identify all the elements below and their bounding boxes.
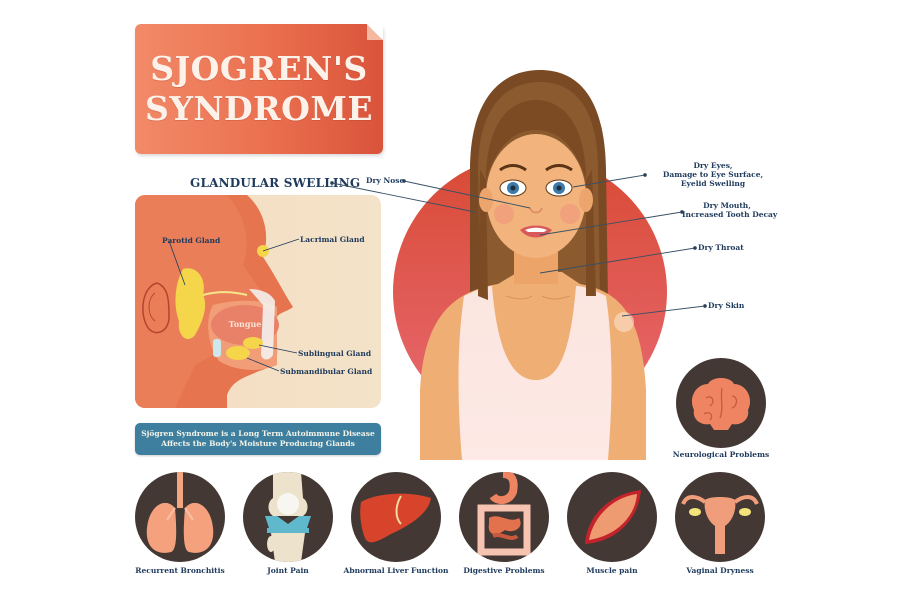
knee-joint-icon [265, 472, 311, 562]
intestines-icon [477, 472, 531, 556]
dry-eyes-line-1: Dry Eyes, [693, 161, 733, 170]
lungs-icon [146, 472, 214, 553]
uterus-icon [681, 495, 759, 554]
abnormal-liver-function-circle [351, 472, 441, 562]
info-box: Sjögren Syndrome is a Long Term Autoimmu… [135, 423, 381, 455]
joint-pain-label: Joint Pain [267, 566, 309, 575]
recurrent-bronchitis-label: Recurrent Bronchitis [135, 566, 225, 575]
woman-illustration [393, 70, 667, 460]
head-cross-section-panel: Tongue Parotid Gland Lacrimal Gland Subl… [135, 195, 381, 408]
vaginal-dryness-label: Vaginal Dryness [686, 566, 754, 575]
parotid-gland-label: Parotid Gland [162, 236, 221, 245]
dry-eyes-line-3: Eyelid Swelling [680, 179, 746, 188]
lacrimal-gland-label: Lacrimal Gland [300, 235, 365, 244]
glandular-swelling-heading: GLANDULAR SWELLING [190, 176, 361, 190]
neurological-problems-circle [676, 358, 766, 448]
title-line-2: SYNDROME [144, 89, 374, 128]
recurrent-bronchitis-circle [135, 472, 225, 562]
digestive-problems-label: Digestive Problems [463, 566, 545, 575]
liver-icon [360, 493, 431, 543]
dry-mouth-line-2: Increased Tooth Decay [682, 210, 778, 219]
abnormal-liver-function-label: Abnormal Liver Function [343, 566, 449, 575]
neurological-problems-label: Neurological Problems [672, 450, 770, 459]
info-line-1: Sjögren Syndrome is a Long Term Autoimmu… [141, 429, 375, 438]
muscle-icon [585, 490, 641, 544]
submandibular-gland-label: Submandibular Gland [280, 367, 373, 376]
dry-nose-label: Dry Nose [366, 176, 405, 185]
page-fold-decoration [367, 24, 383, 40]
info-line-2: Affects the Body's Moisture Producing Gl… [161, 439, 355, 448]
dry-eyes-line-2: Damage to Eye Surface, [662, 170, 764, 179]
head-cross-section-illustration: Tongue [135, 195, 300, 408]
title-line-1: SJOGREN'S [150, 49, 368, 88]
dry-throat-label: Dry Throat [698, 243, 744, 252]
dry-mouth-label: Dry Mouth, Increased Tooth Decay [682, 201, 778, 219]
dry-skin-label: Dry Skin [708, 301, 745, 310]
dry-mouth-line-1: Dry Mouth, [703, 201, 751, 210]
sublingual-gland-label: Sublingual Gland [298, 349, 372, 358]
digestive-problems-circle [459, 472, 549, 562]
title-banner: SJOGREN'S SYNDROME [135, 24, 383, 154]
vaginal-dryness-circle [675, 472, 765, 562]
brain-icon [691, 378, 751, 430]
tongue-label: Tongue [229, 319, 262, 329]
muscle-pain-label: Muscle pain [586, 566, 638, 575]
dry-eyes-label: Dry Eyes, Damage to Eye Surface, Eyelid … [648, 161, 778, 188]
muscle-pain-circle [567, 472, 657, 562]
joint-pain-circle [243, 472, 333, 562]
